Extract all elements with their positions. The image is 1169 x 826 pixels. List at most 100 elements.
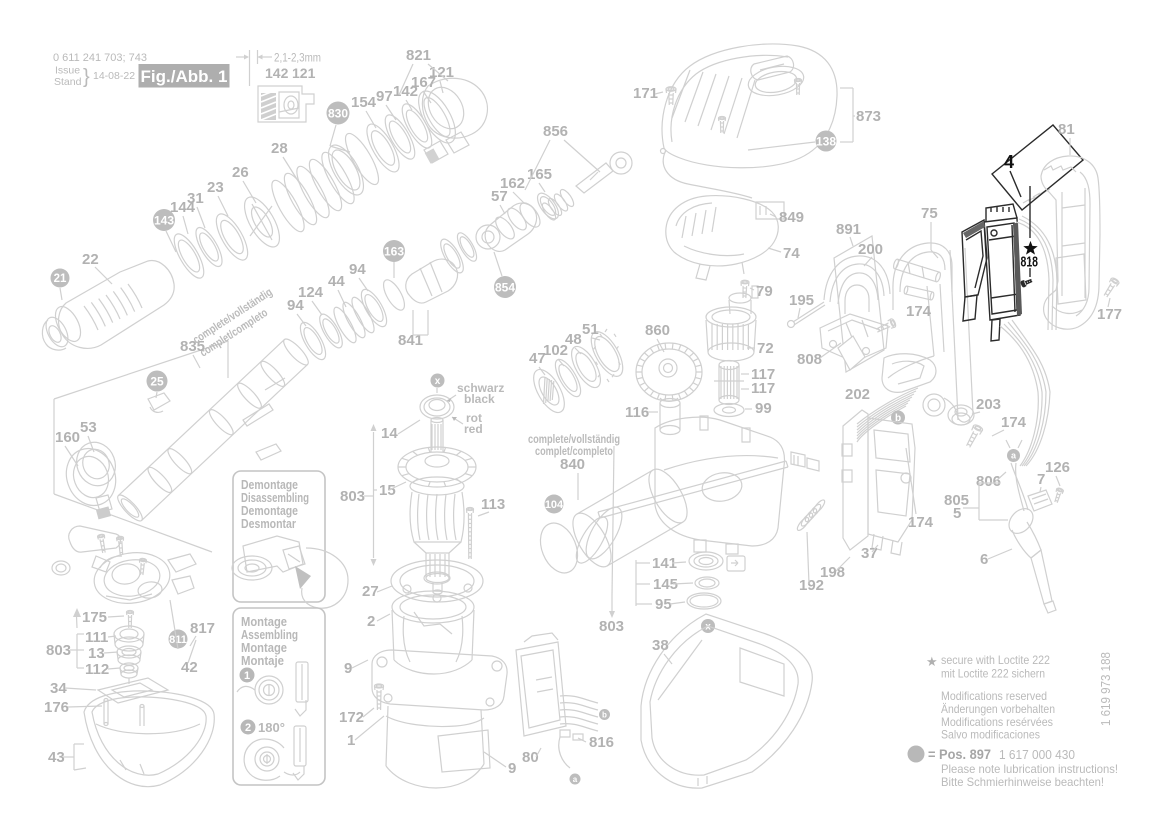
svg-text:44: 44 <box>328 273 345 290</box>
svg-text:143: 143 <box>154 213 174 227</box>
svg-text:7: 7 <box>1037 471 1045 488</box>
svg-text:808: 808 <box>797 351 822 368</box>
svg-text:195: 195 <box>789 292 814 309</box>
svg-text:174: 174 <box>908 514 934 531</box>
svg-text:171: 171 <box>633 85 658 102</box>
svg-text:b: b <box>895 413 901 424</box>
svg-text:53: 53 <box>80 419 97 436</box>
svg-text:Disassembling: Disassembling <box>241 491 309 505</box>
svg-text:175: 175 <box>82 609 107 626</box>
svg-text:180°: 180° <box>258 720 285 735</box>
svg-text:816: 816 <box>589 734 614 751</box>
svg-text:42: 42 <box>181 659 198 676</box>
svg-text:0 611 241 703; 743: 0 611 241 703; 743 <box>53 52 147 64</box>
svg-text:27: 27 <box>362 583 379 600</box>
svg-text:113: 113 <box>481 496 505 513</box>
svg-text:102: 102 <box>543 342 568 359</box>
svg-text:Salvo modificaciones: Salvo modificaciones <box>941 728 1040 742</box>
svg-text:803: 803 <box>340 488 365 505</box>
svg-text:817: 817 <box>190 620 215 637</box>
svg-text:48: 48 <box>565 331 582 348</box>
svg-text:856: 856 <box>543 123 568 140</box>
svg-text:6: 6 <box>980 551 988 568</box>
svg-text:854: 854 <box>495 280 515 294</box>
svg-text:Änderungen vorbehalten: Änderungen vorbehalten <box>941 702 1055 716</box>
svg-text:873: 873 <box>856 108 881 125</box>
svg-text:94: 94 <box>349 261 366 278</box>
svg-text:complet/completo: complet/completo <box>535 446 613 458</box>
svg-text:72: 72 <box>757 340 774 357</box>
svg-text:163: 163 <box>384 244 404 258</box>
svg-text:142: 142 <box>393 83 418 100</box>
svg-text:22: 22 <box>82 251 99 268</box>
svg-text:Modifications reserved: Modifications reserved <box>941 689 1047 703</box>
svg-text:818: 818 <box>1021 255 1039 271</box>
svg-text:14-08-22: 14-08-22 <box>93 70 135 82</box>
svg-text:51: 51 <box>582 321 599 338</box>
svg-text:secure with Loctite 222: secure with Loctite 222 <box>941 653 1050 667</box>
svg-text:165: 165 <box>527 166 552 183</box>
svg-text:154: 154 <box>351 94 377 111</box>
svg-text:Bitte Schmierhinweise beachten: Bitte Schmierhinweise beachten! <box>941 775 1104 789</box>
svg-text:121: 121 <box>429 64 454 81</box>
svg-text:860: 860 <box>645 322 670 339</box>
svg-text:Desmontar: Desmontar <box>241 517 296 531</box>
svg-text:= Pos. 897: = Pos. 897 <box>928 747 991 762</box>
svg-text:1: 1 <box>347 732 355 749</box>
svg-text:803: 803 <box>599 618 624 635</box>
svg-text:complete/vollständig: complete/vollständig <box>528 434 620 446</box>
svg-text:a: a <box>1011 451 1017 461</box>
svg-text:81: 81 <box>1058 121 1075 138</box>
svg-text:28: 28 <box>271 140 288 157</box>
svg-text:172: 172 <box>339 709 364 726</box>
svg-text:21: 21 <box>54 273 67 285</box>
svg-text:Montaje: Montaje <box>241 654 284 668</box>
svg-text:Assembling: Assembling <box>241 628 298 642</box>
svg-text:200: 200 <box>858 241 883 258</box>
svg-text:176: 176 <box>44 699 69 716</box>
svg-text:124: 124 <box>298 284 324 301</box>
svg-text:111: 111 <box>85 629 108 646</box>
svg-text:806: 806 <box>976 473 1001 490</box>
svg-text:97: 97 <box>376 88 393 105</box>
svg-text:160: 160 <box>55 429 80 446</box>
svg-text:31: 31 <box>187 190 204 207</box>
svg-text:43: 43 <box>48 749 65 766</box>
svg-text:9: 9 <box>508 760 516 777</box>
svg-text:Stand: Stand <box>54 76 82 88</box>
svg-text:805: 805 <box>944 492 969 509</box>
svg-text:79: 79 <box>756 283 773 300</box>
svg-text:x: x <box>435 376 441 387</box>
svg-text:mit Loctite 222 sichern: mit Loctite 222 sichern <box>941 667 1045 681</box>
svg-text:177: 177 <box>1097 306 1122 323</box>
svg-text:138: 138 <box>816 134 836 148</box>
svg-text:145: 145 <box>653 576 678 593</box>
svg-text:2,1-2,3mm: 2,1-2,3mm <box>274 51 321 65</box>
svg-text:1: 1 <box>244 670 250 682</box>
svg-text:99: 99 <box>755 400 772 417</box>
svg-text:167: 167 <box>411 74 436 91</box>
svg-text:75: 75 <box>921 205 938 222</box>
svg-text:47: 47 <box>529 350 546 367</box>
svg-text:1 619 973 188: 1 619 973 188 <box>1099 652 1113 726</box>
svg-text:Montage: Montage <box>241 615 287 629</box>
svg-text:38: 38 <box>652 637 669 654</box>
svg-text:26: 26 <box>232 164 249 181</box>
svg-text:Modifications resérvées: Modifications resérvées <box>941 715 1053 729</box>
svg-text:104: 104 <box>545 499 564 511</box>
svg-text:203: 203 <box>976 396 1001 413</box>
svg-text:830: 830 <box>328 106 348 120</box>
svg-text:142: 142 <box>265 65 289 81</box>
svg-text:162: 162 <box>500 175 525 192</box>
svg-text:117: 117 <box>751 366 775 383</box>
svg-text:9: 9 <box>344 660 352 677</box>
svg-text:849: 849 <box>779 209 804 226</box>
svg-text:15: 15 <box>379 482 396 499</box>
svg-text:5: 5 <box>953 505 961 522</box>
svg-text:Please note lubrication instru: Please note lubrication instructions! <box>941 762 1118 776</box>
svg-text:174: 174 <box>906 303 932 320</box>
svg-text:841: 841 <box>398 332 423 349</box>
svg-text:74: 74 <box>783 245 800 262</box>
svg-text:117: 117 <box>751 380 775 397</box>
svg-text:2: 2 <box>367 613 375 630</box>
